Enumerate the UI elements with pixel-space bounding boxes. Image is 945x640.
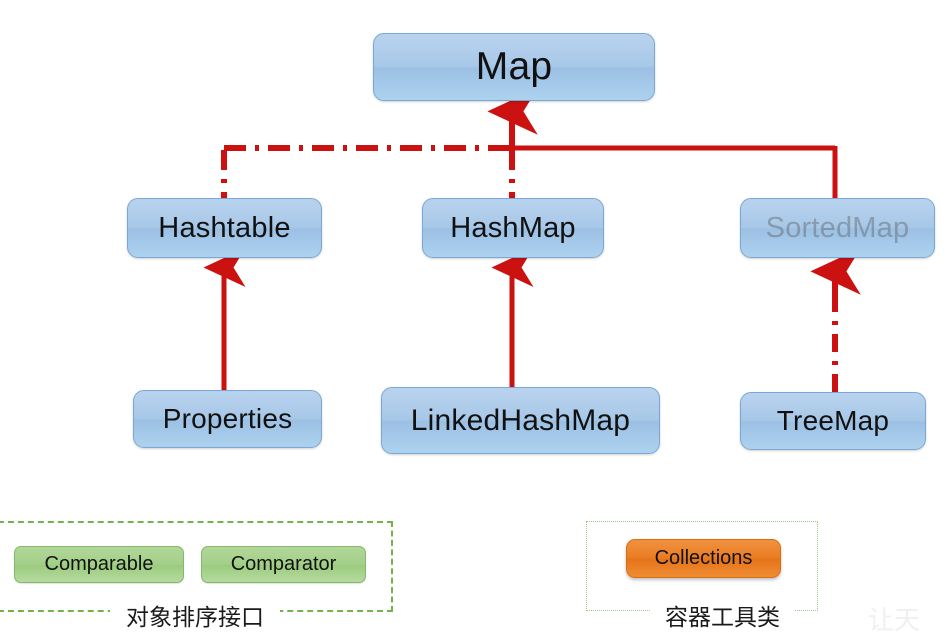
- node-treemap-label: TreeMap: [776, 405, 890, 436]
- node-map-label: Map: [475, 45, 553, 88]
- chip-collections[interactable]: Collections: [626, 539, 781, 578]
- chip-comparator[interactable]: Comparator: [201, 546, 366, 583]
- legend-caption-utility: 容器工具类: [651, 598, 794, 632]
- node-hashtable[interactable]: Hashtable: [127, 198, 322, 258]
- node-hashmap[interactable]: HashMap: [422, 198, 604, 258]
- legend-caption-sorting: 对象排序接口: [110, 598, 280, 632]
- node-map[interactable]: Map: [373, 33, 655, 101]
- chip-comparator-label: Comparator: [230, 553, 337, 575]
- watermark-text: 让天: [868, 606, 921, 636]
- node-linkedhashmap-label: LinkedHashMap: [410, 403, 631, 437]
- chip-comparable-label: Comparable: [44, 553, 154, 575]
- node-sortedmap[interactable]: SortedMap: [740, 198, 935, 258]
- node-linkedhashmap[interactable]: LinkedHashMap: [381, 387, 660, 454]
- chip-collections-label: Collections: [654, 547, 753, 569]
- node-hashtable-label: Hashtable: [158, 211, 291, 244]
- node-properties-label: Properties: [162, 403, 293, 434]
- chip-comparable[interactable]: Comparable: [14, 546, 184, 583]
- node-properties[interactable]: Properties: [133, 390, 322, 448]
- node-treemap[interactable]: TreeMap: [740, 392, 926, 450]
- node-hashmap-label: HashMap: [450, 211, 576, 244]
- node-sortedmap-label: SortedMap: [765, 211, 910, 244]
